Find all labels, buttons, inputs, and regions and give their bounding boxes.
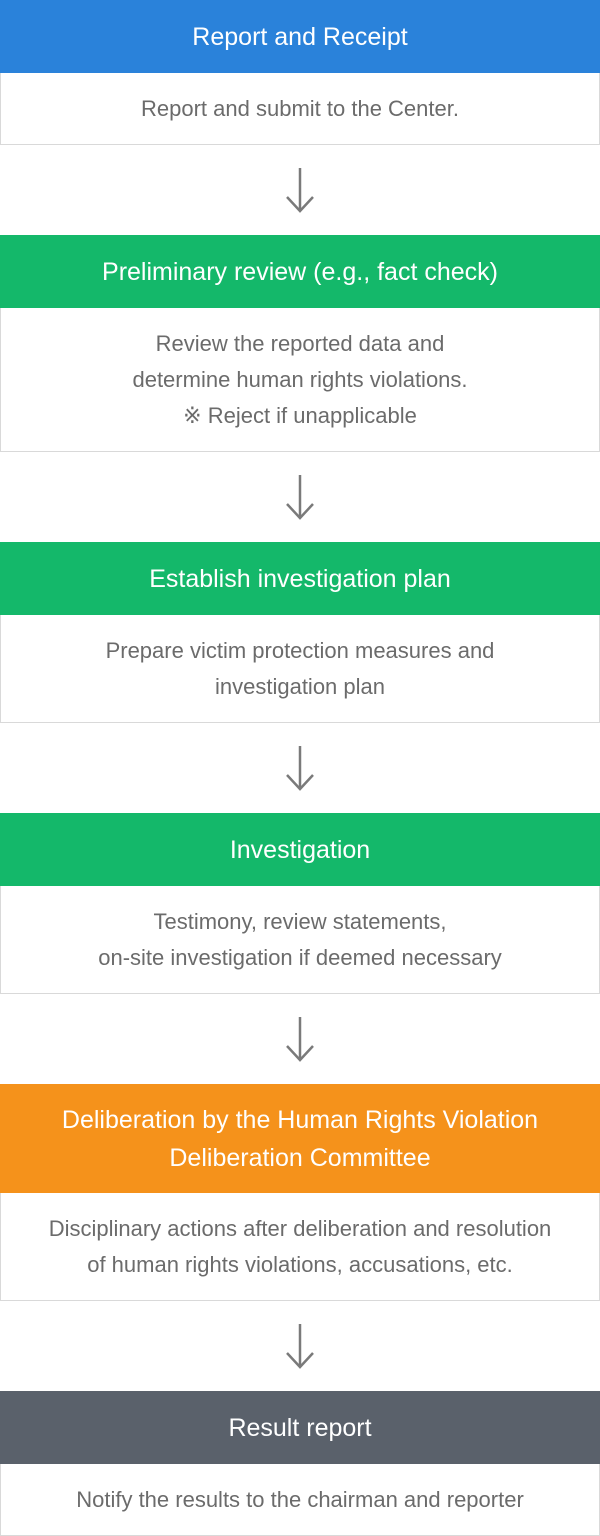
step-title-line: Deliberation Committee [169, 1143, 431, 1172]
description-note: ※ Reject if unapplicable [183, 402, 417, 428]
step-title: Report and Receipt [192, 22, 408, 51]
down-arrow-icon [286, 1324, 314, 1369]
step-header: Preliminary review (e.g., fact check) [0, 235, 600, 308]
description-line: Prepare victim protection measures and [105, 637, 495, 663]
step-deliberation-committee: Deliberation by the Human Rights Violati… [0, 1084, 600, 1301]
description-line: Disciplinary actions after deliberation … [48, 1215, 552, 1241]
down-arrow-icon [286, 1017, 314, 1062]
step-description: Notify the results to the chairman and r… [0, 1464, 600, 1536]
description-line: Testimony, review statements, [153, 908, 447, 934]
step-title: Result report [228, 1413, 372, 1442]
description-line: Review the reported data and [155, 330, 445, 356]
step-description: Disciplinary actions after deliberation … [0, 1193, 600, 1301]
step-title-line: Deliberation by the Human Rights Violati… [61, 1105, 539, 1134]
description-line: Report and submit to the Center. [141, 95, 459, 121]
step-description: Prepare victim protection measures and i… [0, 615, 600, 723]
step-report-and-receipt: Report and Receipt Report and submit to … [0, 0, 600, 145]
step-description: Report and submit to the Center. [0, 73, 600, 145]
description-line: determine human rights violations. [132, 366, 468, 392]
step-establish-investigation-plan: Establish investigation plan Prepare vic… [0, 542, 600, 723]
step-description: Review the reported data and determine h… [0, 308, 600, 452]
step-description: Testimony, review statements, on-site in… [0, 886, 600, 994]
down-arrow-icon [286, 168, 314, 213]
down-arrow-icon [286, 475, 314, 520]
step-result-report: Result report Notify the results to the … [0, 1391, 600, 1536]
description-line: on-site investigation if deemed necessar… [98, 944, 502, 970]
description-line: Notify the results to the chairman and r… [76, 1486, 524, 1512]
description-line: of human rights violations, accusations,… [87, 1251, 513, 1277]
description-line: investigation plan [214, 673, 385, 699]
step-header: Result report [0, 1391, 600, 1464]
step-title: Investigation [229, 835, 371, 864]
step-title: Preliminary review (e.g., fact check) [102, 257, 498, 286]
step-header: Deliberation by the Human Rights Violati… [0, 1084, 600, 1193]
step-header: Investigation [0, 813, 600, 886]
step-preliminary-review: Preliminary review (e.g., fact check) Re… [0, 235, 600, 452]
step-title: Establish investigation plan [149, 564, 451, 593]
step-header: Report and Receipt [0, 0, 600, 73]
step-header: Establish investigation plan [0, 542, 600, 615]
down-arrow-icon [286, 746, 314, 791]
step-investigation: Investigation Testimony, review statemen… [0, 813, 600, 994]
